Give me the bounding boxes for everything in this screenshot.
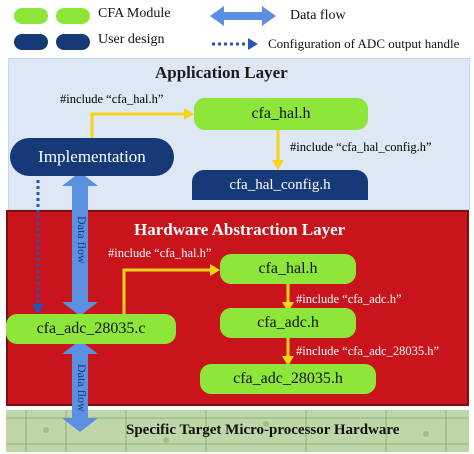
legend-config-label: Configuration of ADC output handle — [268, 36, 460, 51]
app-cfa-hal-config-box: cfa_hal_config.h — [192, 170, 368, 200]
data-flow-label-lower: Data flow — [75, 364, 89, 412]
include-arrow-app-hal-head — [184, 108, 194, 120]
hal-include-hal-label: #include “cfa_hal.h” — [108, 246, 212, 260]
hal-include-adc28035-label: #include “cfa_adc_28035.h” — [296, 344, 439, 358]
legend-data-flow-arrow — [210, 6, 276, 26]
legend-cfa-swatch-2 — [56, 8, 90, 24]
legend-arrows — [210, 6, 276, 50]
data-flow-arrow-lower — [62, 340, 98, 432]
hal-include-adc-label: #include “cfa_adc.h” — [296, 292, 402, 306]
hardware-bar: Specific Target Micro-processor Hardware — [6, 410, 469, 452]
hardware-title: Specific Target Micro-processor Hardware — [126, 422, 400, 438]
config-dashed-arrow — [32, 180, 44, 314]
legend-data-flow-label: Data flow — [290, 8, 346, 23]
implementation-box: Implementation — [10, 138, 174, 176]
legend-user-swatch-1 — [14, 34, 48, 50]
hal-cfa-adc-28035-h-box: cfa_adc_28035.h — [200, 364, 376, 394]
app-include-hal-label: #include “cfa_hal.h” — [60, 92, 164, 106]
legend-config-arrow — [212, 38, 258, 50]
data-flow-arrow-upper — [62, 172, 98, 316]
include-arrow-hal-adc28035-head — [282, 356, 294, 366]
application-layer-title: Application Layer — [155, 63, 288, 82]
data-flow-label-upper: Data flow — [75, 216, 89, 264]
app-include-hal-config-label: #include “cfa_hal_config.h” — [290, 140, 432, 154]
legend-user-label: User design — [98, 32, 165, 47]
hal-layer-title: Hardware Abstraction Layer — [134, 220, 346, 239]
legend-cfa-swatch-1 — [14, 8, 48, 24]
legend-cfa-label: CFA Module — [98, 6, 171, 21]
include-arrow-hal-hal-head — [210, 264, 220, 276]
legend-user-swatch-2 — [56, 34, 90, 50]
include-arrow-app-config-head — [272, 160, 284, 170]
hal-cfa-adc-box: cfa_adc.h — [220, 308, 356, 338]
hal-cfa-adc-28035-c-box: cfa_adc_28035.c — [6, 314, 176, 344]
hal-cfa-hal-box: cfa_hal.h — [220, 254, 356, 284]
app-cfa-hal-box: cfa_hal.h — [194, 98, 368, 130]
include-arrow-hal-adc-head — [282, 302, 294, 312]
include-arrow-app-hal — [90, 112, 186, 138]
include-arrow-hal-hal — [122, 268, 212, 318]
